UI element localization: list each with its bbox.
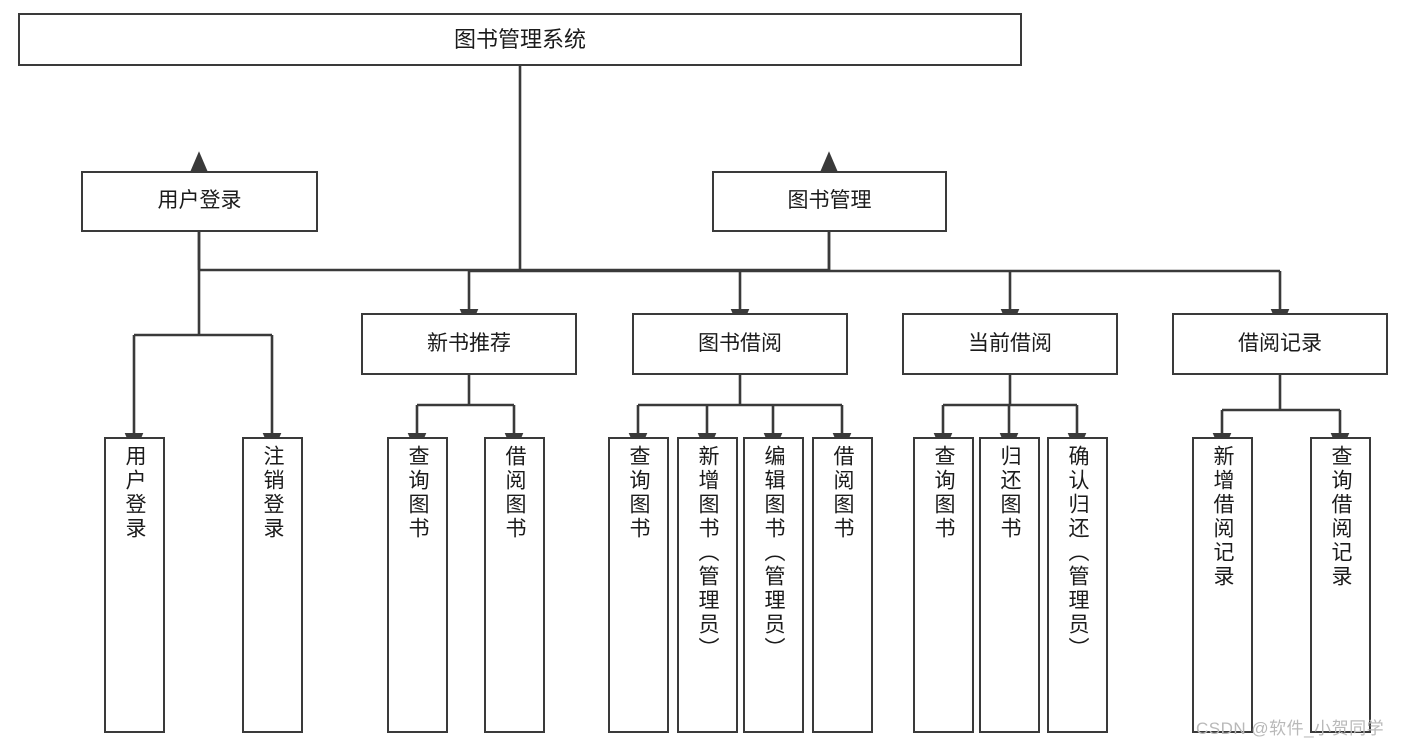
node-leaf-borrow-book-recommend[interactable]: 借阅图书 [484, 437, 545, 733]
node-leaf-return-book-label: 归还图书 [998, 445, 1021, 541]
node-root[interactable]: 图书管理系统 [18, 13, 1022, 66]
node-book-manage[interactable]: 图书管理 [712, 171, 947, 232]
node-leaf-add-borrow-record-label: 新增借阅记录 [1211, 445, 1234, 589]
node-leaf-add-book[interactable]: 新增图书（管理员） [677, 437, 738, 733]
node-root-label: 图书管理系统 [453, 26, 586, 52]
node-leaf-query-book-recommend[interactable]: 查询图书 [387, 437, 448, 733]
node-leaf-query-book-current-label: 查询图书 [932, 445, 955, 541]
node-new-book-recommend[interactable]: 新书推荐 [361, 313, 577, 375]
node-leaf-confirm-return-label: 确认归还（管理员） [1066, 445, 1089, 661]
node-leaf-borrow-book[interactable]: 借阅图书 [812, 437, 873, 733]
node-book-borrow-label: 图书借阅 [698, 331, 782, 355]
node-book-manage-label: 图书管理 [787, 189, 872, 213]
tree-edges [124, 66, 1350, 455]
node-book-borrow[interactable]: 图书借阅 [632, 313, 848, 375]
node-borrow-record-label: 借阅记录 [1238, 331, 1322, 355]
node-leaf-edit-book-label: 编辑图书（管理员） [762, 445, 785, 661]
node-leaf-edit-book[interactable]: 编辑图书（管理员） [743, 437, 804, 733]
node-new-book-recommend-label: 新书推荐 [427, 331, 511, 355]
node-leaf-query-borrow-record-label: 查询借阅记录 [1329, 445, 1352, 589]
node-user-login-label: 用户登录 [157, 189, 242, 213]
node-leaf-query-book-borrow-label: 查询图书 [627, 445, 650, 541]
node-current-borrow-label: 当前借阅 [968, 331, 1052, 355]
csdn-watermark: CSDN @软件_小贺同学 [1196, 719, 1385, 738]
node-leaf-borrow-book-label: 借阅图书 [831, 445, 854, 541]
node-leaf-user-login[interactable]: 用户登录 [104, 437, 165, 733]
node-current-borrow[interactable]: 当前借阅 [902, 313, 1118, 375]
node-borrow-record[interactable]: 借阅记录 [1172, 313, 1388, 375]
node-user-login[interactable]: 用户登录 [81, 171, 318, 232]
node-leaf-confirm-return[interactable]: 确认归还（管理员） [1047, 437, 1108, 733]
node-leaf-add-borrow-record[interactable]: 新增借阅记录 [1192, 437, 1253, 733]
node-leaf-borrow-book-recommend-label: 借阅图书 [503, 445, 526, 541]
node-leaf-query-book-recommend-label: 查询图书 [406, 445, 429, 541]
node-leaf-logout-label: 注销登录 [261, 445, 284, 541]
node-leaf-add-book-label: 新增图书（管理员） [696, 445, 719, 661]
node-leaf-user-login-label: 用户登录 [123, 445, 146, 541]
node-leaf-return-book[interactable]: 归还图书 [979, 437, 1040, 733]
node-leaf-logout[interactable]: 注销登录 [242, 437, 303, 733]
node-leaf-query-book-borrow[interactable]: 查询图书 [608, 437, 669, 733]
node-leaf-query-borrow-record[interactable]: 查询借阅记录 [1310, 437, 1371, 733]
node-leaf-query-book-current[interactable]: 查询图书 [913, 437, 974, 733]
